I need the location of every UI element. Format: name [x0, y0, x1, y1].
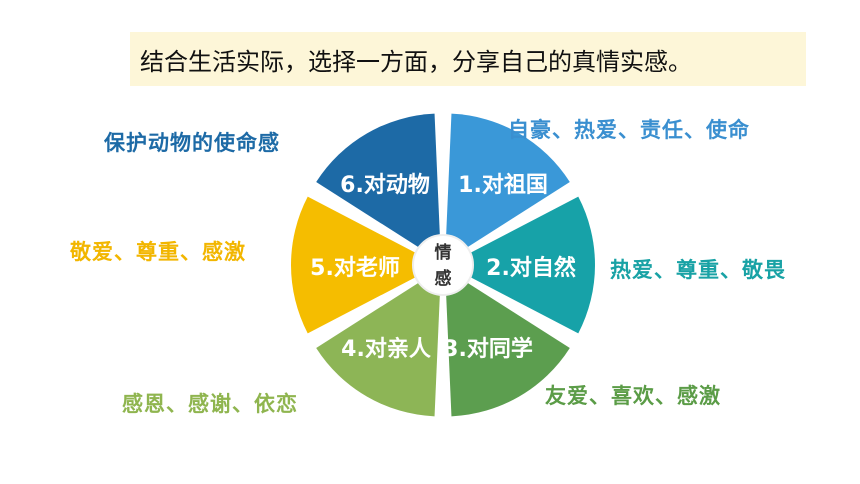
segment-classmates	[445, 268, 570, 417]
label-teachers: 5.对老师	[310, 255, 400, 281]
label-animals: 6.对动物	[340, 172, 430, 198]
center-char-2: 感	[435, 268, 452, 289]
label-country: 1.对祖国	[458, 173, 548, 198]
desc-family: 感恩、感谢、依恋	[122, 392, 298, 416]
segment-teachers	[290, 196, 439, 334]
segment-country	[445, 113, 570, 262]
label-nature: 2.对自然	[486, 255, 576, 281]
desc-teachers: 敬爱、尊重、感激	[70, 240, 246, 264]
label-family: 4.对亲人	[341, 337, 431, 362]
segment-group	[290, 113, 595, 417]
center-circle	[412, 234, 474, 296]
center-char-1: 情	[435, 242, 452, 263]
desc-animals: 保护动物的使命感	[104, 131, 280, 155]
segment-animals	[316, 113, 441, 262]
desc-nature: 热爱、尊重、敬畏	[610, 258, 786, 282]
segment-family	[316, 268, 441, 417]
label-classmates: 3.对同学	[443, 336, 533, 362]
prompt-banner: 结合生活实际，选择一方面，分享自己的真情实感。	[130, 32, 806, 86]
segment-nature	[447, 196, 595, 334]
desc-classmates: 友爱、喜欢、感激	[545, 384, 721, 408]
desc-country: 自豪、热爱、责任、使命	[508, 118, 750, 142]
